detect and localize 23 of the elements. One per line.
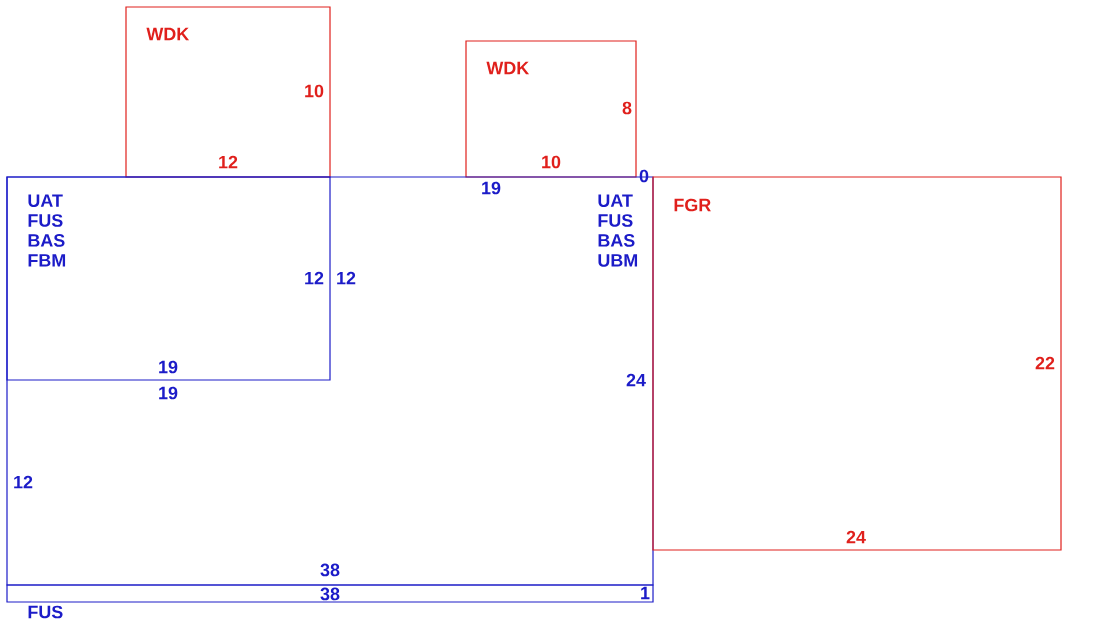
room-label: UAT FUS BAS FBM <box>28 194 66 267</box>
room-label: FGR <box>674 198 711 212</box>
room-label: FUS <box>28 605 63 619</box>
dimension-label: 38 <box>320 563 340 577</box>
room-label: UAT FUS BAS UBM <box>598 194 638 267</box>
room-label: WDK <box>146 27 190 41</box>
dimension-label: 12 <box>305 271 324 285</box>
dimension-label: 24 <box>626 373 646 387</box>
dimension-label: 12 <box>14 475 33 489</box>
dimension-label: 10 <box>305 84 324 98</box>
dimension-label: 19 <box>159 386 178 400</box>
dimension-label: 19 <box>159 360 178 374</box>
dimension-label: 1 <box>641 586 650 600</box>
dimension-label: 38 <box>320 587 340 601</box>
dimension-label: 12 <box>219 155 238 169</box>
dimension-label: 22 <box>1035 356 1055 370</box>
dimension-label: 12 <box>337 271 356 285</box>
room-label: WDK <box>486 61 530 75</box>
dimension-label: 8 <box>622 101 632 115</box>
dimension-label: 24 <box>846 530 866 544</box>
dimension-label: 19 <box>482 181 501 195</box>
dimension-label: 0 <box>639 169 649 183</box>
dimension-label: 10 <box>542 155 561 169</box>
